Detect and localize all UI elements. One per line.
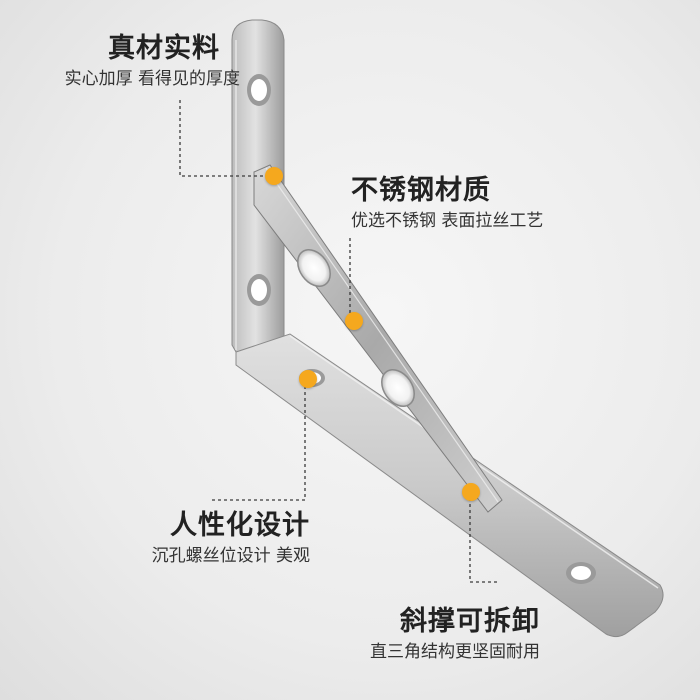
marker-dot-removable	[462, 483, 480, 501]
callout-subtitle: 实心加厚 看得见的厚度	[64, 69, 240, 89]
callout-material: 真材实料 实心加厚 看得见的厚度	[10, 33, 240, 91]
callout-subtitle: 沉孔螺丝位设计 美观	[151, 546, 310, 566]
callout-stainless: 不锈钢材质 优选不锈钢 表面拉丝工艺	[351, 175, 691, 233]
diagonal-brace	[253, 164, 503, 513]
callout-title: 真材实料	[108, 33, 220, 64]
callout-subtitle: 优选不锈钢 表面拉丝工艺	[351, 211, 544, 231]
marker-dot-design	[299, 370, 317, 388]
leader-line-removable	[469, 492, 498, 583]
screw-hole-middle	[247, 274, 271, 306]
leader-line-design	[212, 382, 306, 501]
marker-dot-material	[265, 167, 283, 185]
callout-subtitle: 直三角结构更坚固耐用	[370, 642, 540, 662]
screw-hole-end	[566, 562, 596, 584]
callout-title: 人性化设计	[170, 510, 310, 541]
callout-removable: 斜撑可拆卸 直三角结构更坚固耐用	[300, 606, 540, 664]
callout-title: 不锈钢材质	[351, 175, 491, 206]
callout-title: 斜撑可拆卸	[400, 606, 540, 637]
marker-dot-stainless	[345, 312, 363, 330]
callout-design: 人性化设计 沉孔螺丝位设计 美观	[60, 510, 310, 568]
screw-hole-top	[247, 74, 271, 106]
leader-line-material	[179, 100, 270, 177]
